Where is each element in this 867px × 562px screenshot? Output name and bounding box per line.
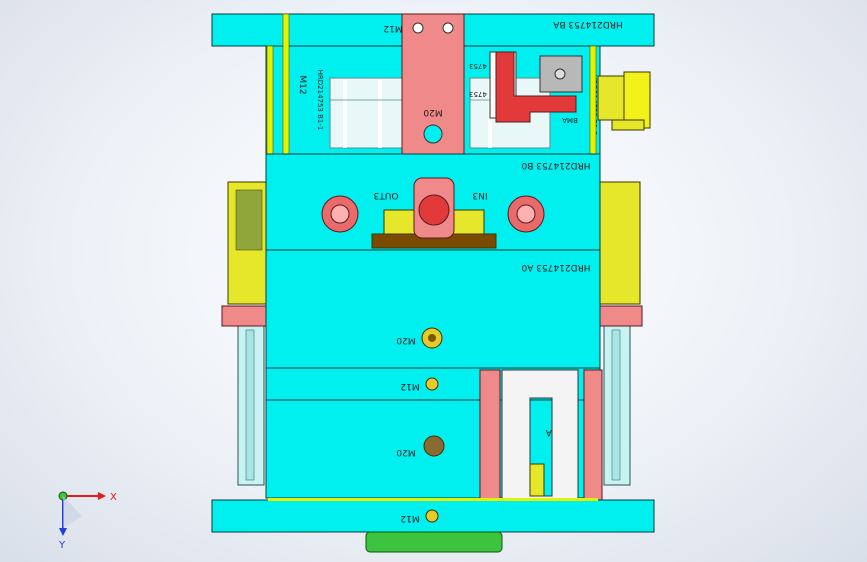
m12-label-left: M12 (297, 75, 307, 94)
tag-4753-b: 4753 (469, 90, 487, 98)
top-plate-label: HRD214753 BA (552, 19, 622, 29)
lower-plate-label: HRD214753 A0 (521, 262, 590, 272)
middle-plate-b0: HRD214753 B0 OUT3 IN3 (265, 153, 601, 251)
left-yellow-block (227, 181, 269, 305)
m20-label-bottom: M20 (396, 447, 415, 457)
in3-label: IN3 (472, 190, 487, 200)
bottom-clamp-plate: M12 (211, 499, 655, 533)
yellow-connector (597, 71, 651, 131)
m12-label-bottom: M12 (400, 513, 419, 523)
m20-label-lower: M20 (396, 335, 415, 345)
orientation-triad[interactable]: X Y (58, 491, 117, 551)
right-yellow-block (599, 181, 641, 305)
m12-label-mid: M12 (400, 381, 419, 391)
left-guide-post (237, 324, 265, 486)
tag-4753-a: 4753 (469, 62, 487, 70)
triad-y-label: Y (58, 540, 66, 551)
left-plate-label: HRD214753 B1-1 (316, 70, 324, 131)
right-guide-post (603, 324, 631, 486)
out3-label: OUT3 (374, 190, 399, 200)
left-red-bar (221, 305, 271, 327)
red-hook (495, 51, 577, 123)
mid-plate-label: HRD214753 B0 (521, 160, 590, 170)
lower-plate-a0: HRD214753 A0 M20 (265, 249, 601, 369)
bma-label: BMA (562, 116, 578, 124)
triad-x-label: X (110, 492, 117, 503)
m12-label-top: M12 (383, 23, 402, 33)
grey-bracket (539, 55, 583, 93)
m20-label-bar: M20 (423, 107, 442, 117)
green-base (365, 531, 503, 553)
right-red-bar (597, 305, 643, 327)
yellow-insert (529, 463, 545, 497)
bottom-yellow-strip (268, 498, 598, 501)
